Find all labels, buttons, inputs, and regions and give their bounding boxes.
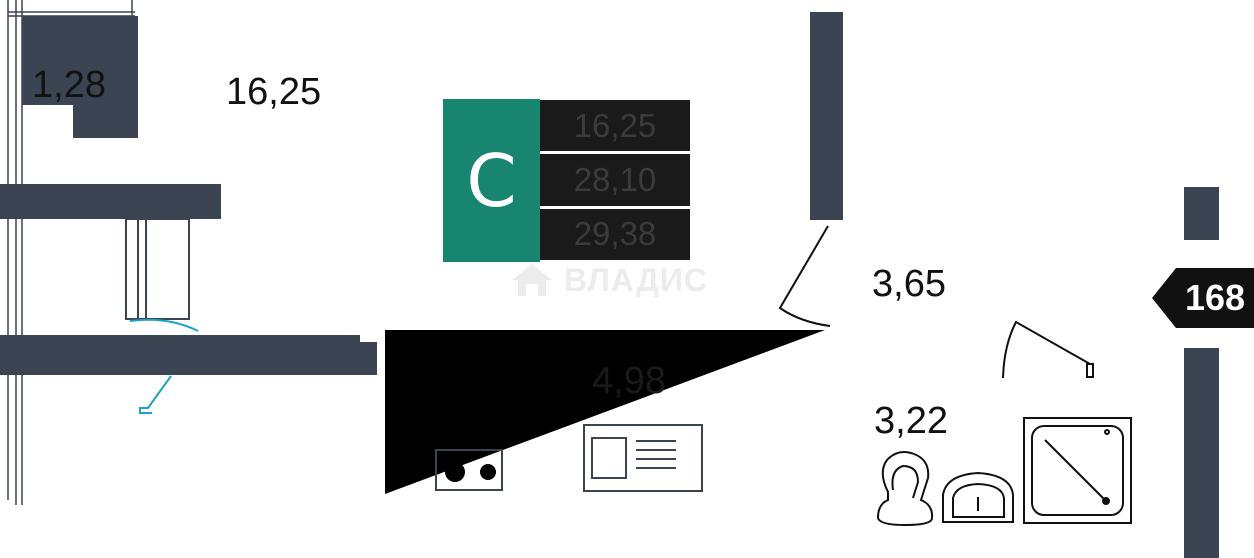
upper-wall [0, 184, 221, 219]
washbasin [942, 471, 1014, 523]
living-area-stat: 16,25 [540, 100, 690, 152]
watermark-text: ВЛАДИС [564, 261, 708, 298]
hob [435, 449, 503, 491]
bathroom-door [1002, 320, 1094, 379]
kitchen-area-label: 4,98 [592, 360, 666, 402]
bathroom-area-label: 3,22 [874, 400, 948, 442]
apartment-type-badge: С [443, 99, 540, 262]
right-wall-upper [1184, 187, 1219, 240]
living-area-label: 16,25 [226, 71, 322, 113]
loggia-area-label: 1,28 [32, 64, 106, 106]
lower-wall-stub [355, 342, 377, 375]
balcony-door [129, 318, 199, 414]
area-summary: 16,25 28,10 29,38 [540, 100, 690, 260]
wardrobe [125, 218, 190, 320]
shower-tray [1023, 417, 1132, 524]
kitchen-sink [583, 424, 703, 492]
apartment-type-letter: С [466, 138, 517, 223]
watermark: ВЛАДИС [510, 262, 708, 298]
hall-area-label: 3,65 [872, 263, 946, 305]
total-area-with-loggia-stat: 29,38 [540, 208, 690, 260]
right-wall-lower [1184, 348, 1219, 558]
apartment-tag-shape [1152, 268, 1254, 328]
entry-door [778, 225, 831, 327]
apartment-number: 168 [1184, 277, 1246, 318]
total-area-stat: 28,10 [540, 154, 690, 206]
kitchen-zone [385, 330, 825, 494]
loggia-wall [22, 16, 138, 138]
toilet [876, 451, 934, 527]
lower-wall [0, 335, 360, 375]
center-wall [810, 12, 843, 220]
house-logo-icon [512, 264, 552, 296]
